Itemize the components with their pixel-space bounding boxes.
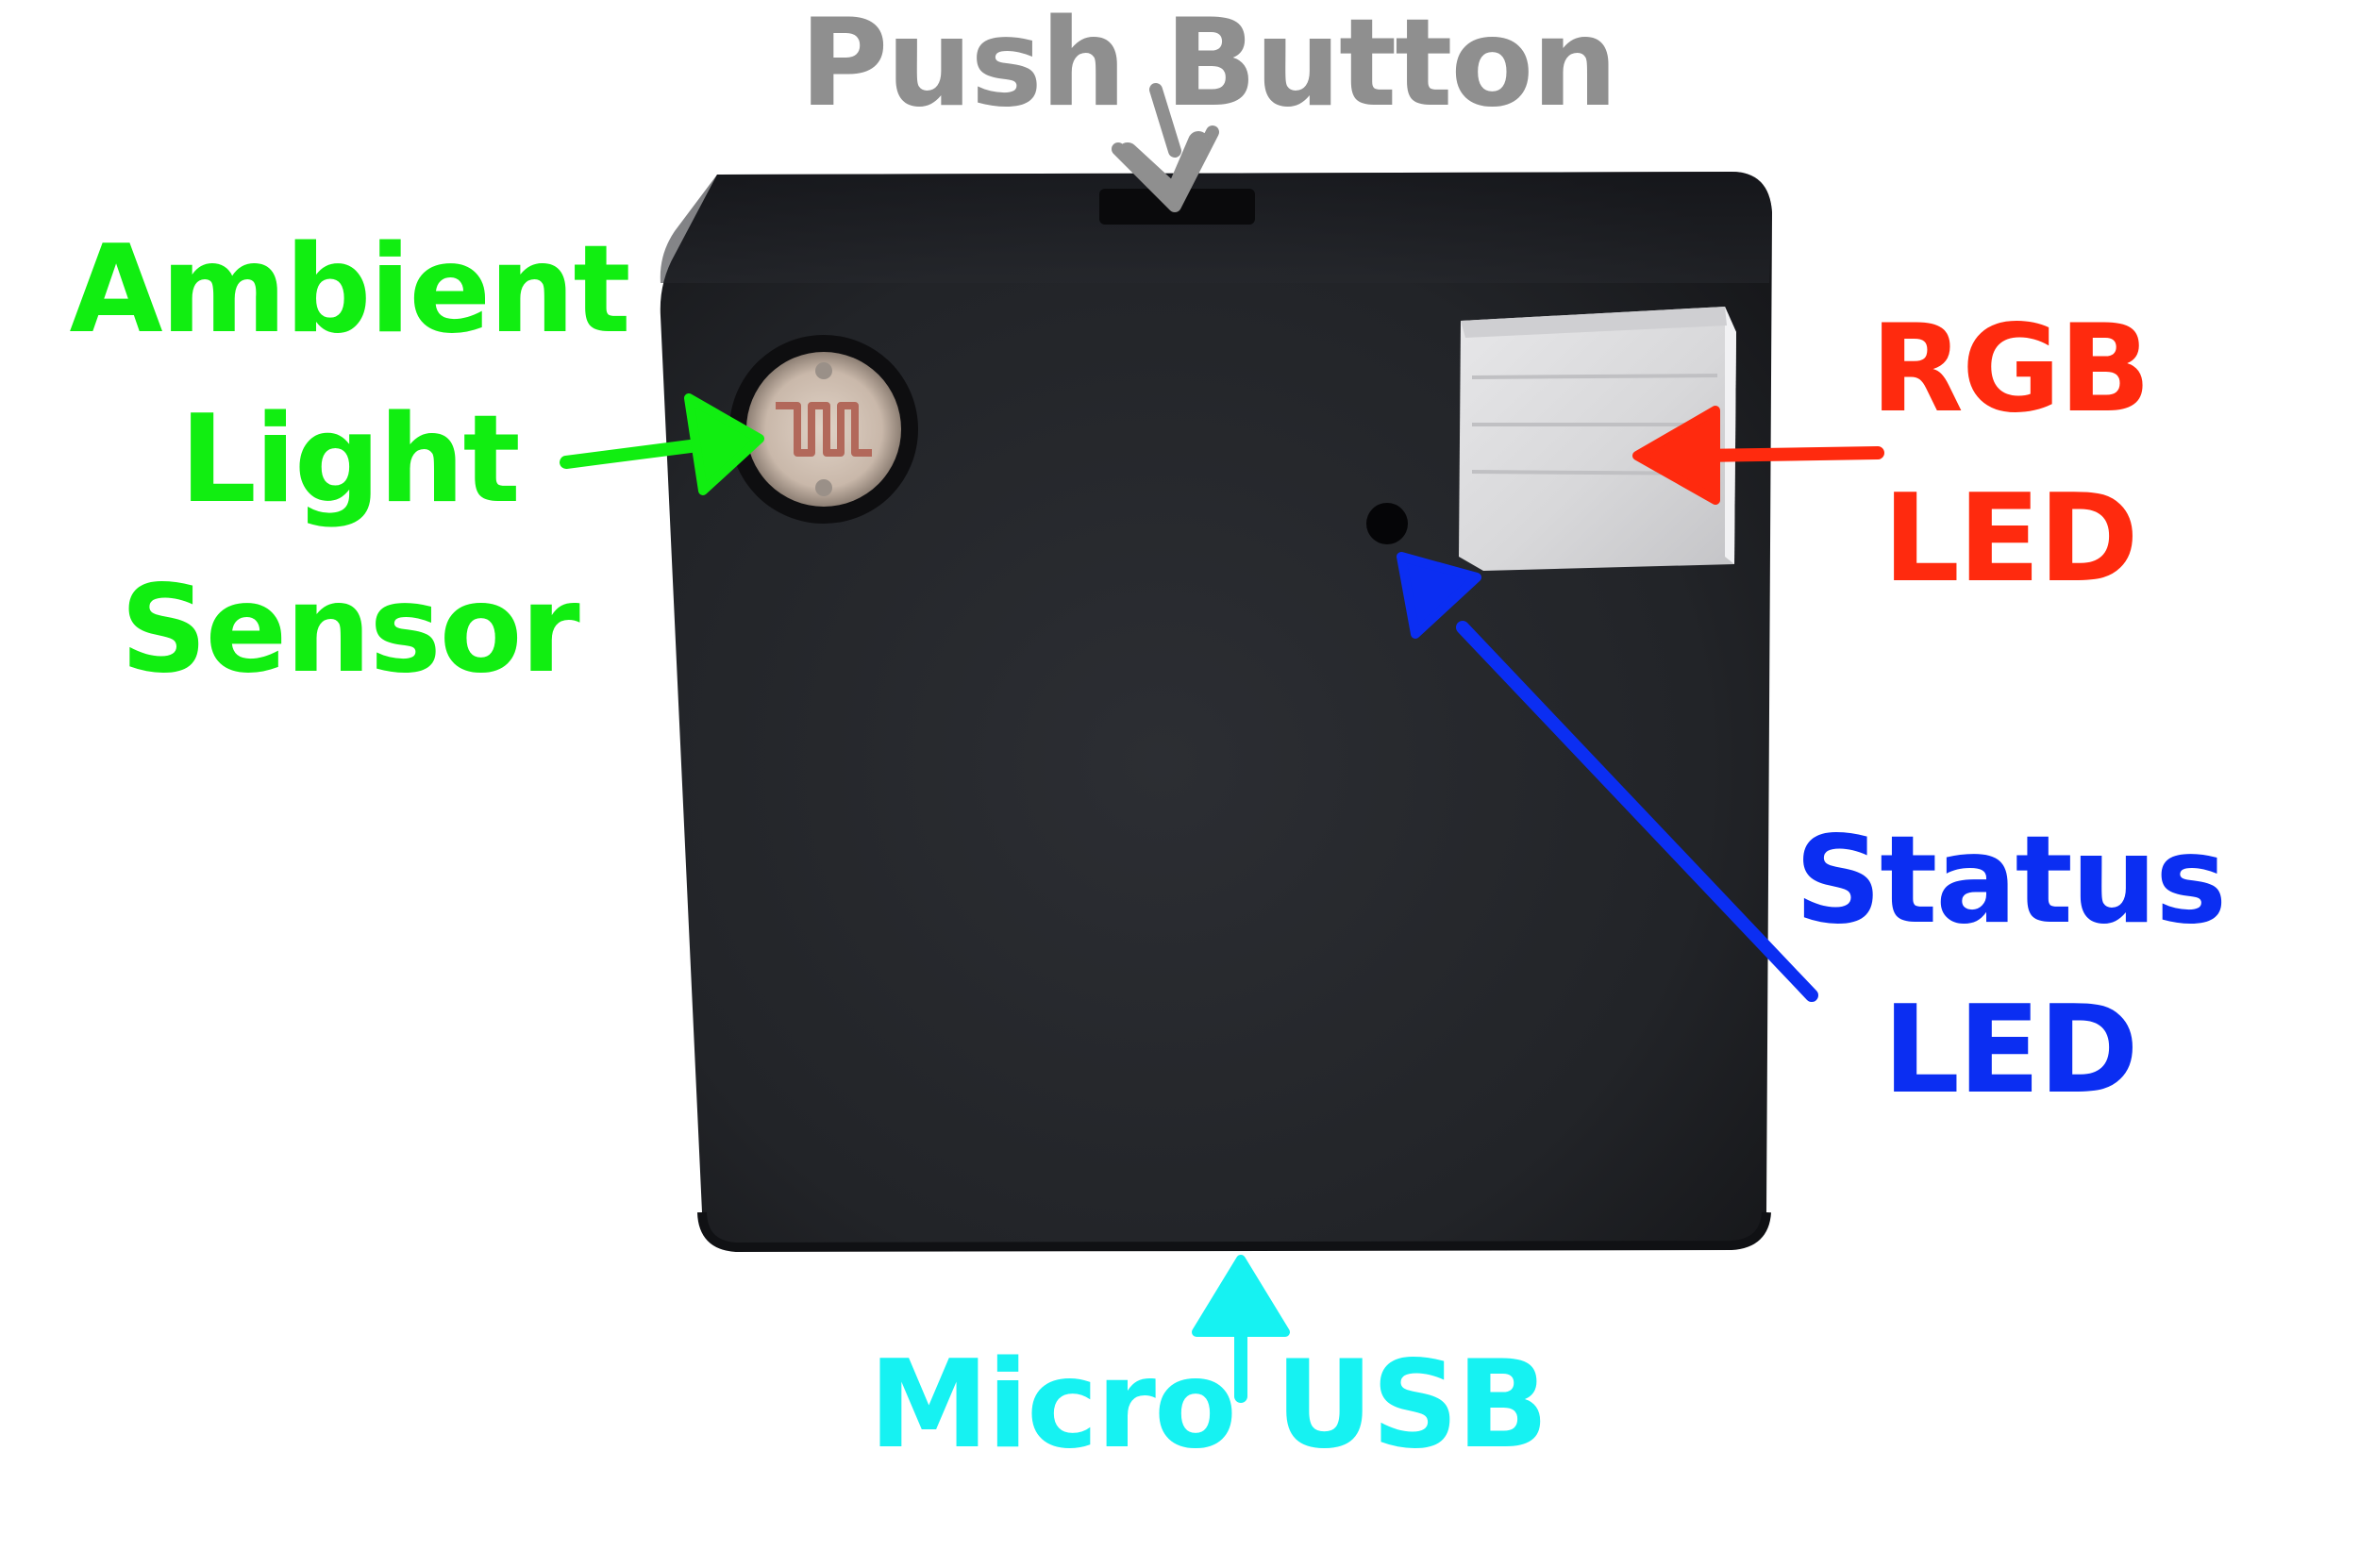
- ambient-label-line-2: Light: [179, 390, 520, 530]
- ambient-label-line-1: Ambient: [69, 220, 630, 360]
- usb-arrow-icon: [1192, 1255, 1290, 1403]
- ambient-light-sensor: [729, 335, 918, 524]
- rgb-led-label: RGB LED: [1755, 285, 2265, 625]
- push-button-label-text: Push Button: [799, 0, 1618, 134]
- ambient-label-line-3: Sensor: [120, 559, 579, 700]
- status-label-line-2: LED: [1882, 980, 2138, 1121]
- push-button-label: Push Button: [736, 0, 1680, 149]
- rgb-label-line-1: RGB: [1870, 299, 2150, 440]
- status-led-label: Status LED: [1755, 796, 2265, 1136]
- micro-usb-label-text: Micro USB: [868, 1335, 1548, 1476]
- rgb-label-line-2: LED: [1882, 469, 2138, 609]
- status-arrow-icon: [1397, 552, 1818, 1002]
- rgb-arrow-icon: [1632, 406, 1884, 505]
- ambient-arrow-icon: [560, 393, 764, 495]
- rgb-led-window: [1459, 307, 1736, 571]
- ambient-light-sensor-label: Ambient Light Sensor: [19, 206, 679, 715]
- push-button-arrow-icon: [1112, 83, 1219, 212]
- status-label-line-1: Status: [1794, 810, 2227, 951]
- micro-usb-label: Micro USB: [736, 1321, 1680, 1491]
- status-led: [1366, 503, 1408, 544]
